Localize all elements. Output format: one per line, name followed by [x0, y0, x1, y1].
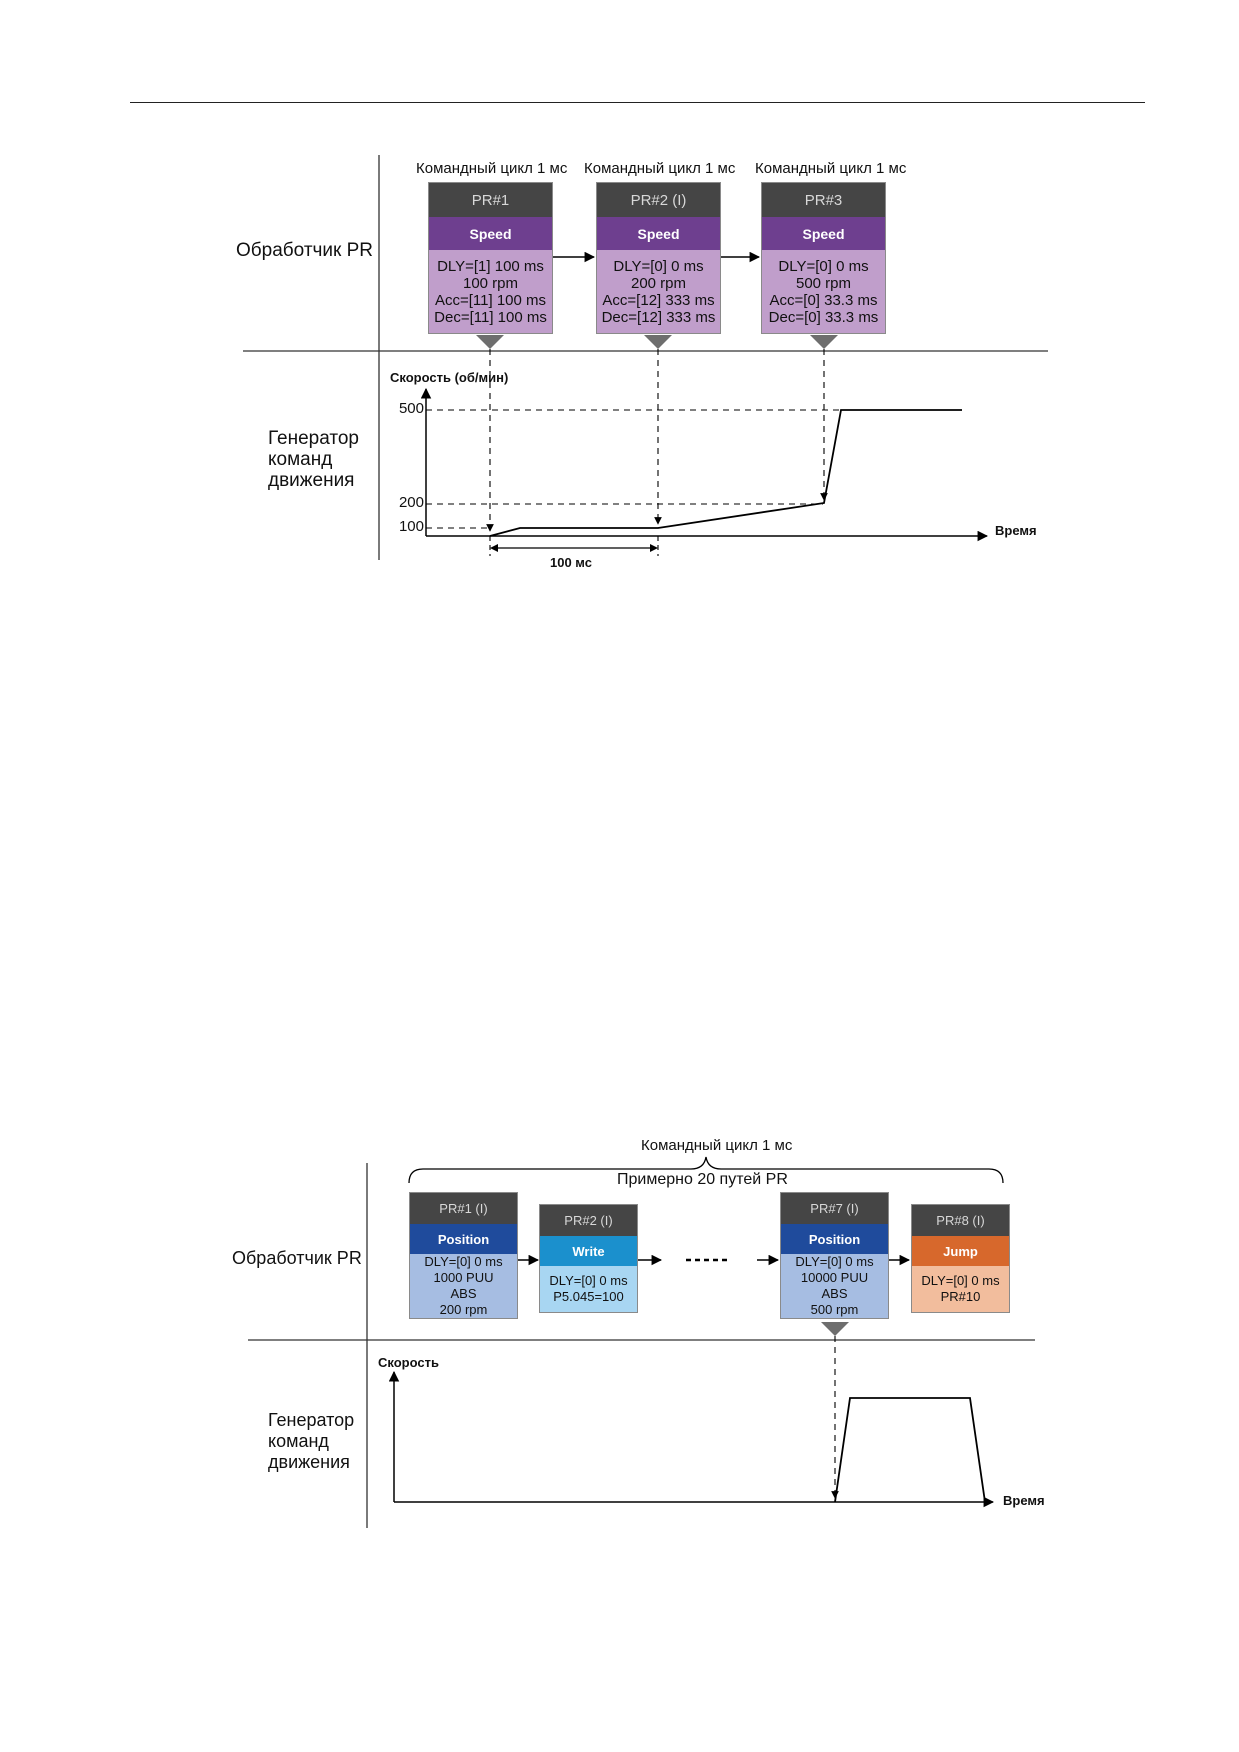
param-line: Dec=[11] 100 ms — [434, 308, 547, 326]
pr-box-params: DLY=[0] 0 ms P5.045=100 — [540, 1266, 637, 1312]
interval-label: 100 мс — [550, 555, 592, 570]
generator-label-2-line2: команд — [268, 1431, 329, 1451]
param-line: 1000 PUU — [433, 1270, 494, 1285]
interval-arrow-left-head — [490, 544, 498, 552]
pr-box-params: DLY=[1] 100 ms 100 rpm Acc=[11] 100 ms D… — [429, 250, 552, 333]
speed-profile-1 — [489, 409, 962, 537]
pr-box-mode: Position — [410, 1224, 517, 1254]
pr-box-pr7-b: PR#7 (I) Position DLY=[0] 0 ms 10000 PUU… — [780, 1192, 889, 1319]
pr-box-pr1: PR#1 Speed DLY=[1] 100 ms 100 rpm Acc=[1… — [428, 182, 553, 334]
param-line: 200 rpm — [439, 1302, 488, 1317]
param-line: ABS — [450, 1286, 477, 1301]
cycle-label-3: Командный цикл 1 мс — [755, 160, 907, 177]
param-line: ABS — [821, 1286, 848, 1301]
y-tick-100: 100 — [398, 518, 424, 535]
param-line: P5.045=100 — [553, 1289, 624, 1304]
cycle-label-2: Командный цикл 1 мс — [584, 160, 736, 177]
trigger-marker-pr1 — [476, 335, 504, 349]
generator-label-2-line1: Генератор — [268, 1410, 355, 1430]
param-line: DLY=[0] 0 ms — [921, 1273, 1000, 1288]
param-line: 200 rpm — [630, 274, 687, 292]
y-tick-500: 500 — [398, 400, 424, 417]
param-line: Acc=[11] 100 ms — [434, 291, 547, 309]
pr-box-params: DLY=[0] 0 ms PR#10 — [912, 1266, 1009, 1312]
generator-label-2: Генератор команд движения — [268, 1410, 354, 1473]
generator-label-1-line1: Генератор — [268, 428, 359, 449]
param-line: DLY=[1] 100 ms — [437, 257, 544, 275]
cycle-label-b: Командный цикл 1 мс — [641, 1137, 793, 1154]
trigger-marker-pr7 — [821, 1322, 849, 1336]
trigger-marker-pr2 — [644, 335, 672, 349]
pr-box-mode: Speed — [597, 217, 720, 250]
cycle-label-1: Командный цикл 1 мс — [416, 160, 568, 177]
pr-box-mode: Write — [540, 1236, 637, 1266]
page-header-rule — [130, 102, 1145, 103]
pr-box-header: PR#1 — [429, 183, 552, 217]
pr-box-params: DLY=[0] 0 ms 500 rpm Acc=[0] 33.3 ms Dec… — [762, 250, 885, 333]
processor-label-1: Обработчик PR — [236, 240, 374, 261]
generator-label-1-line3: движения — [268, 470, 355, 491]
y-axis-label-2: Скорость — [378, 1355, 439, 1370]
x-axis-label-1: Время — [995, 523, 1037, 538]
pr-box-pr2-b: PR#2 (I) Write DLY=[0] 0 ms P5.045=100 — [539, 1204, 638, 1313]
param-line: Dec=[0] 33.3 ms — [768, 308, 879, 326]
param-line: 10000 PUU — [800, 1270, 869, 1285]
pr-box-params: DLY=[0] 0 ms 200 rpm Acc=[12] 333 ms Dec… — [597, 250, 720, 333]
pr-box-header: PR#1 (I) — [410, 1193, 517, 1224]
pr-box-header: PR#8 (I) — [912, 1205, 1009, 1236]
trigger-marker-pr3 — [810, 335, 838, 349]
generator-label-1: Генератор команд движения — [268, 428, 359, 491]
param-line: DLY=[0] 0 ms — [549, 1273, 628, 1288]
paths-label: Примерно 20 путей PR — [617, 1171, 788, 1188]
pr-box-params: DLY=[0] 0 ms 1000 PUU ABS 200 rpm — [410, 1254, 517, 1318]
param-line: Acc=[0] 33.3 ms — [769, 291, 878, 309]
param-line: 500 rpm — [810, 1302, 859, 1317]
interval-arrow-right-head — [650, 544, 658, 552]
generator-label-1-line2: команд — [268, 449, 333, 470]
pr-box-mode: Position — [781, 1224, 888, 1254]
cycle-brace — [408, 1156, 1004, 1184]
param-line: Dec=[12] 333 ms — [601, 308, 716, 326]
param-line: DLY=[0] 0 ms — [424, 1254, 503, 1269]
pr-box-pr8-b: PR#8 (I) Jump DLY=[0] 0 ms PR#10 — [911, 1204, 1010, 1313]
processor-label-2: Обработчик PR — [232, 1248, 362, 1268]
pr-box-mode: Jump — [912, 1236, 1009, 1266]
param-line: 500 rpm — [795, 274, 852, 292]
pr-box-header: PR#3 — [762, 183, 885, 217]
param-line: PR#10 — [940, 1289, 981, 1304]
pr-box-header: PR#2 (I) — [597, 183, 720, 217]
pr-box-mode: Speed — [762, 217, 885, 250]
x-axis-label-2: Время — [1003, 1493, 1045, 1508]
y-tick-200: 200 — [398, 494, 424, 511]
pr-box-header: PR#2 (I) — [540, 1205, 637, 1236]
pr-box-pr2: PR#2 (I) Speed DLY=[0] 0 ms 200 rpm Acc=… — [596, 182, 721, 334]
param-line: Acc=[12] 333 ms — [602, 291, 715, 309]
y-axis-label-1: Скорость (об/мин) — [390, 370, 509, 385]
pr-box-pr1-b: PR#1 (I) Position DLY=[0] 0 ms 1000 PUU … — [409, 1192, 518, 1319]
pr-box-params: DLY=[0] 0 ms 10000 PUU ABS 500 rpm — [781, 1254, 888, 1318]
param-line: DLY=[0] 0 ms — [778, 257, 869, 275]
pr-box-mode: Speed — [429, 217, 552, 250]
pr-box-pr3: PR#3 Speed DLY=[0] 0 ms 500 rpm Acc=[0] … — [761, 182, 886, 334]
param-line: 100 rpm — [462, 274, 519, 292]
param-line: DLY=[0] 0 ms — [795, 1254, 874, 1269]
generator-label-2-line3: движения — [268, 1452, 350, 1472]
speed-profile-2 — [834, 1397, 986, 1503]
pr-box-header: PR#7 (I) — [781, 1193, 888, 1224]
param-line: DLY=[0] 0 ms — [613, 257, 704, 275]
